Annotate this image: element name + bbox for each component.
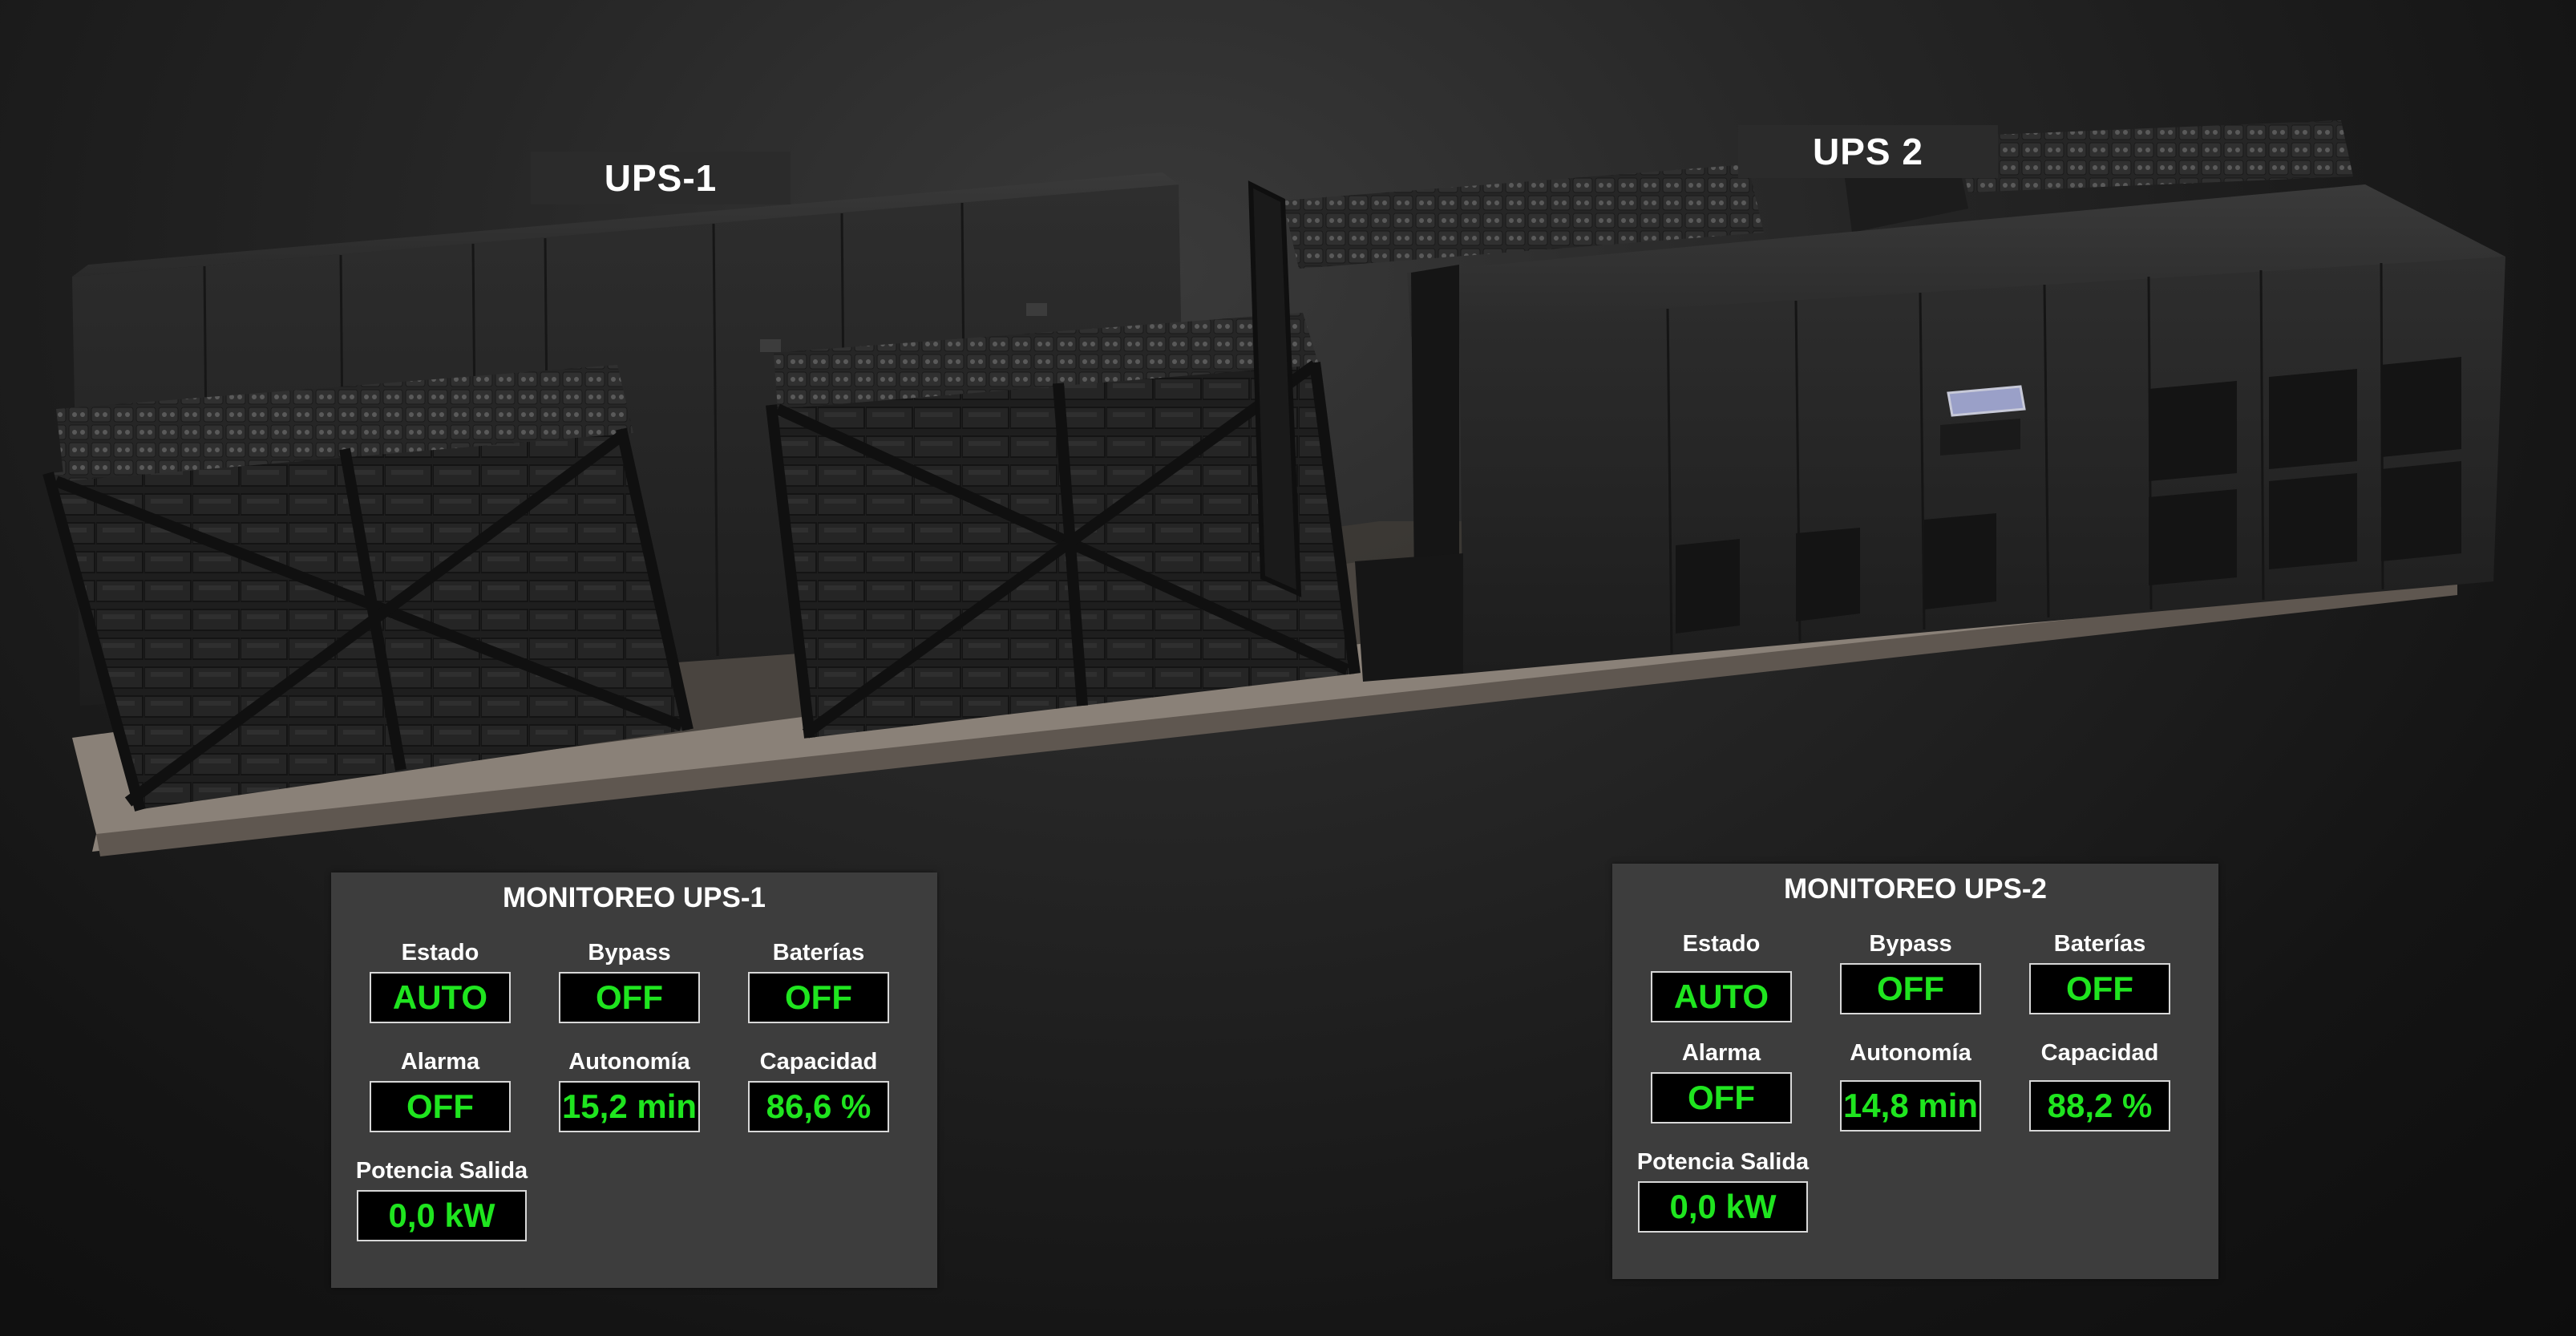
metric-label: Baterías [2053,931,2146,957]
metric-label: Estado [401,940,479,966]
metric-potencia-salida: Potencia Salida 0,0 kW [346,1156,538,1241]
metric-value: 86,6 % [748,1081,889,1132]
metric-autonomia: Autonomía 14,8 min [1830,1038,1991,1132]
metric-value: 15,2 min [559,1081,700,1132]
metric-label: Capacidad [2040,1040,2159,1066]
panel-title: MONITOREO UPS-1 [502,882,766,913]
metric-value: OFF [1840,963,1981,1014]
metric-label: Baterías [772,940,865,966]
ups1-battery-rack-1 [42,365,694,812]
metric-baterias: Baterías OFF [2020,929,2180,1014]
ups1-tag: UPS-1 [531,152,791,204]
metric-bypass: Bypass OFF [1830,929,1991,1014]
metric-label: Estado [1682,931,1761,957]
metric-label: Alarma [400,1049,480,1075]
metric-label: Potencia Salida [1636,1149,1810,1175]
panel-title: MONITOREO UPS-2 [1783,873,2047,905]
metric-value: 0,0 kW [357,1190,527,1241]
metric-label: Autonomía [568,1049,690,1075]
ups2-control-display [1947,385,2026,417]
metric-value: OFF [559,972,700,1023]
metric-bypass: Bypass OFF [549,938,710,1023]
metric-label: Bypass [588,940,671,966]
metric-capacidad: Capacidad 88,2 % [2020,1038,2180,1132]
monitor-panel-ups2: MONITOREO UPS-2 Estado AUTO Bypass OFF B… [1612,864,2218,1279]
metric-value: 14,8 min [1840,1080,1981,1132]
metric-value: AUTO [1651,971,1792,1022]
ups1-battery-rack-2 [766,313,1361,739]
metric-label: Autonomía [1850,1040,1971,1066]
ups2-cabinet-row [1407,184,2505,674]
metric-label: Bypass [1869,931,1952,957]
metric-estado: Estado AUTO [1641,929,1802,1022]
ups2-tag: UPS 2 [1738,125,1998,178]
metric-label: Potencia Salida [355,1158,528,1184]
ups2-battery-rack-rear [1248,120,2353,597]
metric-value: OFF [1651,1072,1792,1123]
metric-potencia-salida: Potencia Salida 0,0 kW [1627,1148,1819,1233]
metric-value: AUTO [370,972,511,1023]
metric-baterias: Baterías OFF [738,938,899,1023]
metric-value: 88,2 % [2029,1080,2170,1132]
metric-capacidad: Capacidad 86,6 % [738,1047,899,1132]
metric-value: OFF [370,1081,511,1132]
metric-label: Alarma [1681,1040,1761,1066]
metric-label: Capacidad [759,1049,878,1075]
metric-alarma: Alarma OFF [1641,1038,1802,1123]
metric-value: 0,0 kW [1638,1181,1808,1233]
metric-estado: Estado AUTO [360,938,520,1023]
monitor-panel-ups1: MONITOREO UPS-1 Estado AUTO Bypass OFF B… [331,872,937,1288]
metric-autonomia: Autonomía 15,2 min [549,1047,710,1132]
metric-value: OFF [748,972,889,1023]
metric-alarma: Alarma OFF [360,1047,520,1132]
metric-value: OFF [2029,963,2170,1014]
